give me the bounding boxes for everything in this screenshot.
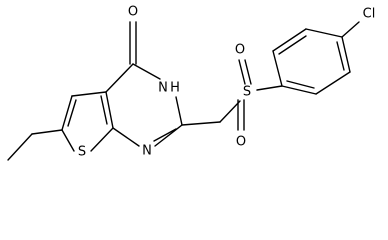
bond-c6-s1 — [61, 129, 75, 152]
bond-ch2-so2 — [219, 100, 241, 123]
bond-ar1-ar2 — [272, 50, 283, 87]
bond-c7a-c4a-inner — [100, 95, 108, 125]
bond-c2-n1 — [154, 124, 183, 147]
bond-s-aryl — [256, 85, 283, 91]
atom-thiophene-sulfur: S — [78, 145, 86, 160]
atom-chlorine: Cl — [363, 7, 376, 22]
atom-labels: Cl O N H N S S O O — [78, 5, 375, 160]
bond-ar4-cl — [341, 21, 360, 38]
bond-n3-c2 — [175, 96, 183, 126]
bond-s-o-upper-double — [244, 59, 252, 85]
bond-ethyl-ring — [31, 129, 63, 135]
bond-c6-c5 — [61, 95, 73, 131]
atom-ring-nitrogen: N — [142, 144, 152, 159]
bond-ar2-ar3-inner — [278, 35, 307, 55]
bond-c7a-c4a — [105, 91, 114, 129]
bond-c6-c5-inner — [67, 99, 77, 127]
bond-c2-n1-inner — [153, 128, 177, 142]
bond-c5-c4a — [71, 91, 107, 97]
bond-ar2-ar3 — [272, 28, 307, 52]
bond-c4a-c4 — [105, 63, 134, 93]
bond-ar4-ar5 — [341, 36, 351, 73]
thienopyrimidinone-structure: Cl O N H N S S O O — [7, 5, 375, 161]
bond-c2-ch2 — [181, 121, 221, 126]
atom-carbonyl-oxygen: O — [128, 5, 138, 20]
bond-n1-c7a — [112, 127, 140, 147]
bond-c4-n3 — [132, 63, 161, 80]
bond-s-o-upper — [238, 59, 246, 85]
bond-ethyl-terminal — [7, 133, 33, 161]
atom-ring-nitrogen-h: N — [158, 81, 168, 96]
atom-sulfonyl-sulfur: S — [243, 85, 251, 100]
atom-amide-hydrogen: H — [170, 81, 180, 96]
bond-ar4-ar5-inner — [336, 41, 345, 71]
bond-ar3-ar4 — [305, 28, 343, 38]
bond-ar6-ar1 — [281, 85, 317, 95]
bond-ar6-ar1-inner — [286, 80, 315, 89]
bond-s1-c7a — [90, 127, 114, 152]
bond-ar5-ar6 — [315, 71, 351, 95]
atom-sulfonyl-oxygen-lower: O — [236, 135, 246, 150]
bond-lines — [7, 21, 360, 161]
atom-sulfonyl-oxygen-upper: O — [235, 43, 245, 58]
